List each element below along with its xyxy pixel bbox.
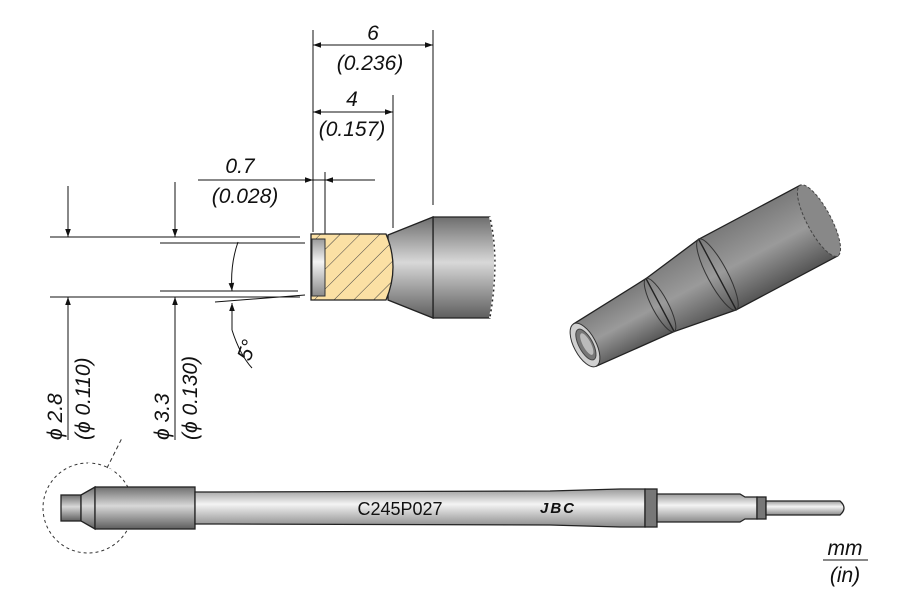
- unit-secondary: (in): [830, 564, 860, 587]
- hatched-length-in: (0.157): [319, 118, 386, 141]
- dimension-hatched-length: 4 (0.157): [313, 88, 394, 228]
- overall-length-in: (0.236): [337, 52, 404, 75]
- dimension-overall-length: 6 (0.236): [312, 22, 434, 232]
- dimension-outer-diameter: ϕ 3.3 (ϕ 0.130): [151, 182, 202, 440]
- unit-primary: mm: [828, 537, 863, 560]
- outer-diameter-mm: ϕ 3.3: [151, 393, 174, 440]
- brand-logo: JBC: [540, 500, 576, 517]
- tip-full-view: C245P027 JBC: [42, 437, 845, 554]
- model-label: C245P027: [357, 499, 442, 519]
- hatched-length-mm: 4: [346, 88, 358, 111]
- angle-label: 5°: [233, 337, 261, 364]
- dimension-inner-diameter: ϕ 2.8 (ϕ 0.110): [44, 186, 95, 440]
- diameter-extension-lines: [50, 236, 306, 303]
- tip-section-view: [310, 216, 496, 319]
- overall-length-mm: 6: [367, 22, 379, 45]
- cavity-depth-in: (0.028): [212, 185, 279, 208]
- units-legend: mm (in): [823, 537, 868, 587]
- dimension-cavity-depth: 0.7 (0.028): [198, 155, 375, 240]
- outer-diameter-in: (ϕ 0.130): [179, 356, 202, 440]
- inner-diameter-in: (ϕ 0.110): [72, 358, 95, 441]
- cavity-depth-mm: 0.7: [225, 155, 256, 178]
- tip-3d-view: [569, 184, 842, 368]
- inner-diameter-mm: ϕ 2.8: [44, 393, 67, 440]
- dimension-angle: 5°: [228, 241, 262, 369]
